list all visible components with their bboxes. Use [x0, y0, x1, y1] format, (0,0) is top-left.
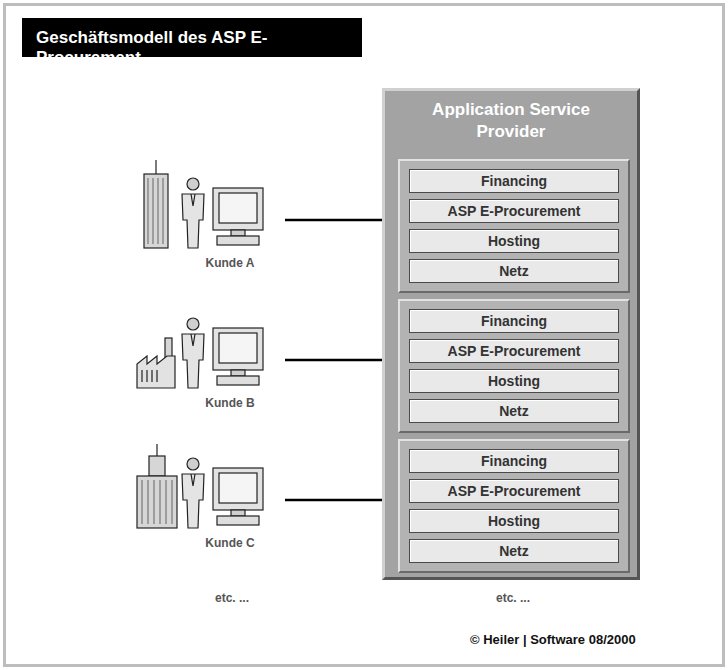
service-bar: ASP E-Procurement: [409, 479, 619, 503]
service-label: Netz: [499, 403, 529, 419]
person-icon: [182, 318, 204, 388]
customer-label: Kunde B: [185, 396, 275, 410]
copyright-note: © Heiler | Software 08/2000: [470, 632, 636, 647]
service-label: Hosting: [488, 513, 540, 529]
customer-group: Kunde A: [135, 158, 285, 270]
service-bar: Hosting: [409, 369, 619, 393]
service-label: Financing: [481, 313, 547, 329]
etc-note: etc. ...: [215, 591, 249, 605]
computer-icon: [213, 328, 263, 385]
customer-icons: [135, 438, 285, 533]
frame-border: [5, 5, 724, 666]
title-bar: Geschäftsmodell des ASP E-Procurement: [22, 18, 362, 57]
person-icon: [182, 458, 204, 528]
customer-group: Kunde B: [135, 298, 285, 410]
service-bar: Netz: [409, 399, 619, 423]
building-icon: [137, 444, 177, 528]
building-icon: [137, 338, 175, 388]
service-bar: Financing: [409, 309, 619, 333]
service-label: ASP E-Procurement: [448, 483, 581, 499]
service-bar: ASP E-Procurement: [409, 199, 619, 223]
service-bar: Hosting: [409, 509, 619, 533]
service-label: Netz: [499, 263, 529, 279]
provider-heading: Application Service Provider: [416, 99, 606, 143]
customer-icons: [135, 158, 285, 253]
customer-group: Kunde C: [135, 438, 285, 550]
etc-note: etc. ...: [496, 591, 530, 605]
computer-icon: [213, 468, 263, 525]
service-label: Financing: [481, 173, 547, 189]
service-label: ASP E-Procurement: [448, 343, 581, 359]
service-bar: Netz: [409, 259, 619, 283]
service-label: Financing: [481, 453, 547, 469]
service-panel: FinancingASP E-ProcurementHostingNetz: [398, 439, 630, 573]
service-label: Hosting: [488, 373, 540, 389]
customer-icons: [135, 298, 285, 393]
service-bar: Hosting: [409, 229, 619, 253]
service-bar: Financing: [409, 449, 619, 473]
building-icon: [144, 160, 168, 248]
service-label: Netz: [499, 543, 529, 559]
service-panel: FinancingASP E-ProcurementHostingNetz: [398, 299, 630, 433]
person-icon: [182, 178, 204, 248]
provider-box: Application Service ProviderFinancingASP…: [382, 88, 640, 580]
customer-label: Kunde A: [185, 256, 275, 270]
service-panel: FinancingASP E-ProcurementHostingNetz: [398, 159, 630, 293]
service-bar: ASP E-Procurement: [409, 339, 619, 363]
computer-icon: [213, 188, 263, 245]
service-label: ASP E-Procurement: [448, 203, 581, 219]
customer-label: Kunde C: [185, 536, 275, 550]
service-label: Hosting: [488, 233, 540, 249]
service-bar: Netz: [409, 539, 619, 563]
service-bar: Financing: [409, 169, 619, 193]
